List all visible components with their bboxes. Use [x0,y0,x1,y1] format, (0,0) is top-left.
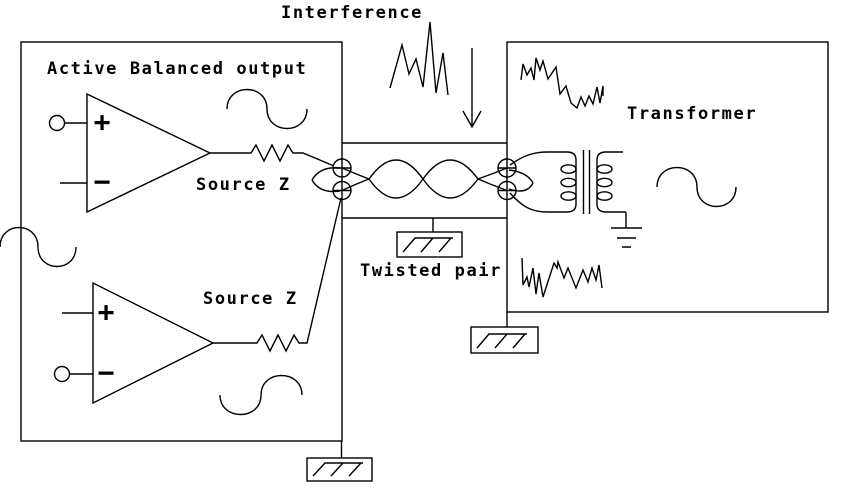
resistor-bottom [213,197,342,353]
sine-wave-icon [219,374,303,416]
interference-noise-icon [389,21,449,96]
label-twisted-pair: Twisted pair [360,261,503,281]
primary-winding [509,151,577,213]
connector-node-icons [332,158,517,201]
label-interference: Interference [281,3,424,23]
noise-wave-icon [521,257,603,298]
label-source-z-top: Source Z [196,175,291,195]
earth-ground-icon [611,227,642,248]
twisted-pair-cable [311,159,534,199]
chassis-ground-cable [396,218,463,258]
input-terminal-icon [48,114,66,132]
transformer-box [506,41,829,313]
label-source-z-bottom: Source Z [203,289,298,309]
op-amp-bottom: + − [53,281,215,405]
sine-wave-icon [656,166,737,208]
label-active-balanced-output: Active Balanced output [47,59,308,79]
chassis-ground-left [306,441,373,482]
secondary-winding [596,151,627,228]
opamp-minus-label: − [94,165,111,198]
opamp-plus-label: + [98,295,115,328]
sine-wave-icon [226,88,308,130]
opamp-plus-label: + [94,105,111,138]
input-terminal-icon [53,365,71,383]
noise-wave-icon [520,57,604,110]
transformer-core [582,150,591,214]
label-transformer: Transformer [627,104,758,124]
active-balanced-output-box [20,41,343,442]
sine-wave-icon [0,226,77,268]
interference-arrow-icon [462,48,482,129]
opamp-minus-label: − [98,356,115,389]
op-amp-top: + − [48,92,212,214]
op-amp-triangle-icon [86,92,212,214]
transformer-symbol [509,150,642,248]
op-amp-triangle-icon [92,281,215,405]
resistor-top [210,143,335,167]
chassis-ground-right [470,312,539,354]
cable-shield [342,142,507,219]
